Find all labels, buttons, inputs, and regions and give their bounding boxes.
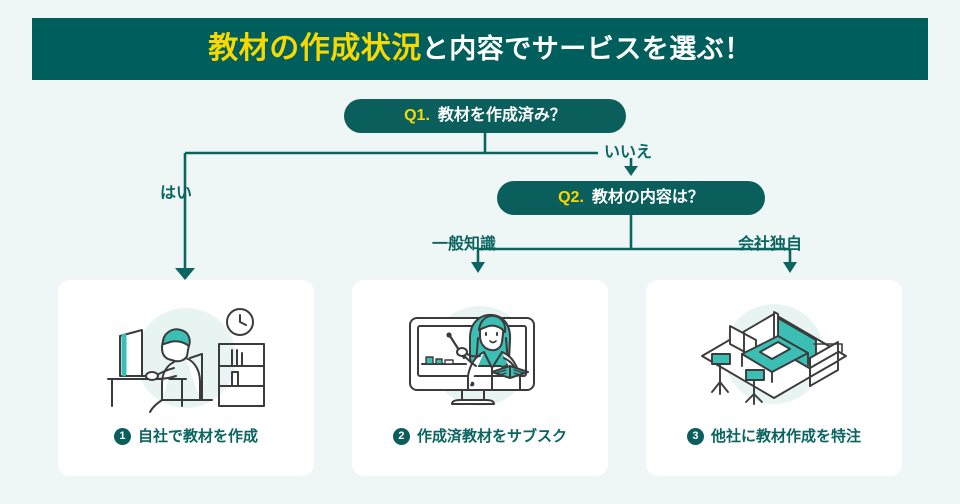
arrowhead-no (624, 166, 638, 176)
card-3-badge: 3 (686, 428, 704, 445)
branch-label-yes: はい (160, 185, 193, 202)
teacher-in-monitor-with-pointer-icon (380, 296, 580, 414)
banner-title-highlight: 教材の作成状況 (208, 32, 422, 65)
card-1-caption-text: 自社で教材を作成 (137, 428, 258, 445)
card-3-caption: 3 他社に教材作成を特注 (686, 428, 861, 445)
branch-label-general: 一般知識 (432, 236, 497, 253)
isometric-video-studio-room-icon (674, 296, 874, 414)
card-2-badge: 2 (392, 428, 410, 445)
q2-tag: Q2. (558, 189, 584, 206)
arrowhead-company (783, 262, 797, 273)
q1-tag: Q1. (404, 107, 430, 124)
card-1-caption: 1 自社で教材を作成 (113, 428, 258, 445)
question-q2-pill[interactable]: Q2. 教材の内容は？ (497, 181, 765, 215)
card-2-caption: 2 作成済教材をサブスク (392, 428, 567, 445)
card-3-caption-text: 他社に教材作成を特注 (710, 428, 861, 445)
branch-label-company: 会社独自 (738, 236, 803, 253)
q2-label: 教材の内容は？ (591, 189, 704, 206)
option-card-1[interactable]: 1 自社で教材を作成 (58, 280, 314, 476)
header-banner: 教材の作成状況と内容でサービスを選ぶ！ (32, 18, 928, 80)
banner-title: 教材の作成状況と内容でサービスを選ぶ！ (208, 34, 752, 64)
option-card-3[interactable]: 3 他社に教材作成を特注 (646, 280, 902, 476)
person-at-desk-with-clock-and-bookshelf-icon (86, 296, 286, 414)
branch-label-no: いいえ (604, 144, 653, 161)
question-q1-pill[interactable]: Q1. 教材を作成済み？ (344, 99, 626, 133)
card-2-caption-text: 作成済教材をサブスク (416, 428, 567, 445)
q1-label: 教材を作成済み？ (437, 107, 566, 124)
option-card-2[interactable]: 2 作成済教材をサブスク (352, 280, 608, 476)
card-1-badge: 1 (113, 428, 131, 445)
arrowhead-yes (175, 268, 195, 280)
banner-title-rest: と内容でサービスを選ぶ！ (421, 34, 752, 64)
arrowhead-general (471, 262, 485, 273)
